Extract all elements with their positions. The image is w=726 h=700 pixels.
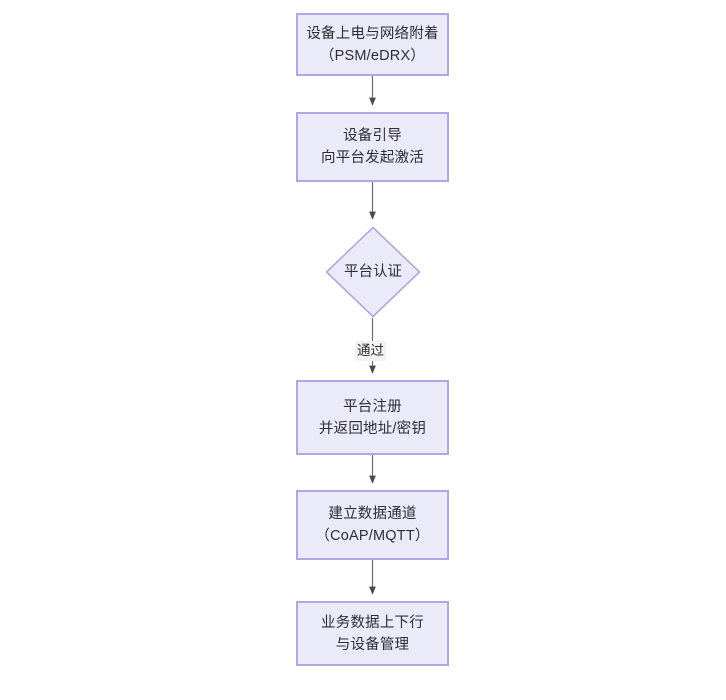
node-label-line2: 向平台发起激活: [321, 150, 424, 166]
node-label-line1: 平台注册: [343, 398, 402, 415]
node-platform-authentication[interactable]: 平台认证: [325, 226, 421, 318]
node-label-line1: 建立数据通道: [328, 506, 417, 522]
node-business-data-and-device-management[interactable]: 业务数据上下行 与设备管理: [296, 601, 449, 666]
node-label-line2: （PSM/eDRX）: [319, 47, 426, 64]
node-platform-registration[interactable]: 平台注册 并返回地址/密钥: [296, 380, 449, 455]
edge-label-pass: 通过: [355, 341, 386, 361]
node-label-line2: （CoAP/MQTT）: [315, 528, 430, 544]
node-label-line1: 设备上电与网络附着: [306, 25, 439, 42]
node-establish-data-channel[interactable]: 建立数据通道 （CoAP/MQTT）: [296, 490, 449, 560]
diamond-shape-icon: [325, 226, 421, 318]
node-label-line1: 设备引导: [343, 128, 402, 144]
node-device-bootstrap[interactable]: 设备引导 向平台发起激活: [296, 112, 449, 182]
node-label-line1: 业务数据上下行: [321, 614, 424, 631]
node-label-line2: 与设备管理: [335, 636, 410, 653]
decision-label: 平台认证: [344, 264, 402, 280]
node-label-line2: 并返回地址/密钥: [318, 420, 427, 437]
node-device-power-on[interactable]: 设备上电与网络附着 （PSM/eDRX）: [296, 13, 449, 76]
